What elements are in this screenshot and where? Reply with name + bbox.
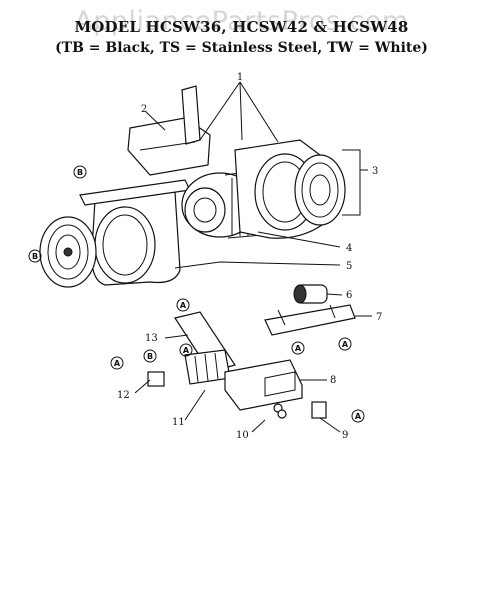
- switch-assembly: [184, 349, 231, 385]
- svg-text:A: A: [183, 346, 190, 355]
- callout-2: 2: [141, 104, 147, 115]
- callout-6: 6: [346, 290, 352, 301]
- svg-text:B: B: [77, 168, 83, 177]
- capacitor-bracket: [264, 304, 356, 336]
- callout-3: 3: [372, 166, 378, 177]
- watermark: AppliancePartsPros.com: [74, 6, 409, 37]
- callout-10: 10: [236, 430, 249, 441]
- callout-13: 13: [145, 333, 158, 344]
- callout-9: 9: [342, 430, 348, 441]
- callout-4: 4: [346, 243, 352, 254]
- ref-circle-a-3: A: [110, 356, 124, 370]
- motor-grille-right: [294, 154, 346, 226]
- ref-circle-a-4: A: [291, 341, 305, 355]
- svg-text:B: B: [147, 352, 153, 361]
- svg-text:A: A: [295, 344, 302, 353]
- ref-circle-b-1: B: [73, 165, 87, 179]
- svg-text:A: A: [114, 359, 121, 368]
- svg-text:A: A: [342, 340, 349, 349]
- callout-1: 1: [237, 72, 243, 83]
- svg-text:A: A: [180, 301, 187, 310]
- switch-button: [147, 371, 165, 387]
- leader-lines: [134, 81, 372, 433]
- callout-5: 5: [346, 261, 352, 272]
- svg-text:B: B: [32, 252, 38, 261]
- blower-housing-left: [79, 179, 191, 286]
- callout-7: 7: [376, 312, 382, 323]
- spacers: [273, 403, 287, 419]
- ref-circle-a-1: A: [176, 298, 190, 312]
- control-knob: [311, 401, 327, 419]
- control-housing: [224, 359, 303, 411]
- ref-circle-b-2: B: [28, 249, 42, 263]
- callout-12: 12: [117, 390, 130, 401]
- ref-circle-b-3: B: [143, 349, 157, 363]
- svg-text:A: A: [355, 412, 362, 421]
- ref-circle-a-5: A: [338, 337, 352, 351]
- color-legend: (TB = Black, TS = Stainless Steel, TW = …: [55, 40, 428, 56]
- duct-bracket: [127, 85, 211, 176]
- ref-circle-a-6: A: [351, 409, 365, 423]
- model-title: MODEL HCSW36, HCSW42 & HCSW48: [74, 18, 409, 36]
- callout-11: 11: [172, 417, 185, 428]
- ref-circle-a-2: A: [179, 343, 193, 357]
- motor-grille-left: [39, 216, 97, 288]
- capacitor: [293, 284, 328, 304]
- callout-8: 8: [330, 375, 336, 386]
